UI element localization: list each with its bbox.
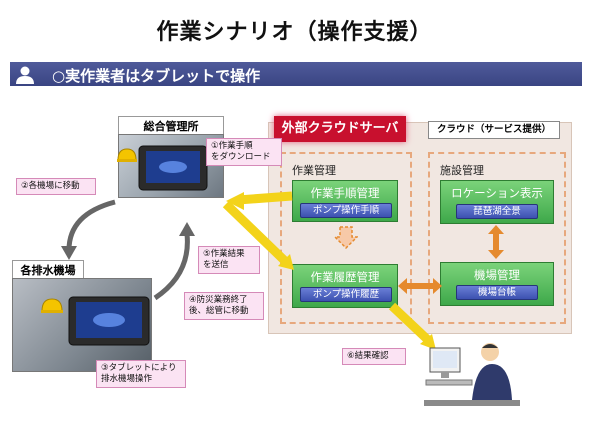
- tablet-icon: [138, 145, 208, 191]
- banner-text: ○実作業者はタブレットで操作: [52, 67, 261, 85]
- work-mgmt-label: 作業管理: [292, 164, 336, 177]
- step-5-callout: ⑤作業結果 を送信: [198, 246, 260, 274]
- section-banner: ○実作業者はタブレットで操作: [10, 62, 582, 86]
- cycle-arrows-icon: [61, 199, 195, 301]
- station-mgmt-title: 機場管理: [474, 268, 520, 282]
- facility-mgmt-label: 施設管理: [440, 164, 484, 177]
- server-title: 外部クラウドサーバ: [274, 116, 406, 142]
- vertical-double-arrow-icon: [488, 225, 504, 259]
- pc-user-icon: [424, 343, 520, 406]
- pump-station-label: 各排水機場: [12, 260, 84, 280]
- down-arrow-icon: [334, 226, 358, 250]
- tablet-icon: [68, 296, 150, 346]
- step-2-callout: ②各機場に移動: [16, 178, 96, 195]
- station-ledger-button[interactable]: 機場台帳: [456, 285, 538, 300]
- hq-label: 総合管理所: [118, 116, 224, 136]
- page-title: 作業シナリオ（操作支援）: [156, 20, 433, 45]
- location-title: ロケーション表示: [451, 186, 543, 200]
- step-6-callout: ⑥結果確認: [342, 348, 406, 365]
- facility-mgmt-group: [428, 152, 566, 324]
- lake-view-button[interactable]: 琵琶湖全景: [456, 204, 538, 219]
- history-mgmt-title: 作業履歴管理: [310, 270, 380, 284]
- step-3-callout: ③タブレットにより 排水機場操作: [96, 360, 186, 388]
- person-icon: [16, 66, 34, 84]
- pump-procedure-button[interactable]: ポンプ操作手順: [300, 203, 392, 218]
- step-4-callout: ④防災業務終了 後、総管に移動: [184, 292, 264, 320]
- worker-helmet-icon: [41, 298, 63, 313]
- service-label: クラウド（サービス提供）: [428, 121, 560, 139]
- pump-history-button[interactable]: ポンプ操作履歴: [300, 287, 392, 302]
- procedure-mgmt-title: 作業手順管理: [310, 186, 380, 200]
- worker-helmet-icon: [117, 148, 137, 162]
- step-1-callout: ①作業手順 をダウンロード: [206, 138, 282, 166]
- horizontal-double-arrow-icon: [398, 278, 442, 294]
